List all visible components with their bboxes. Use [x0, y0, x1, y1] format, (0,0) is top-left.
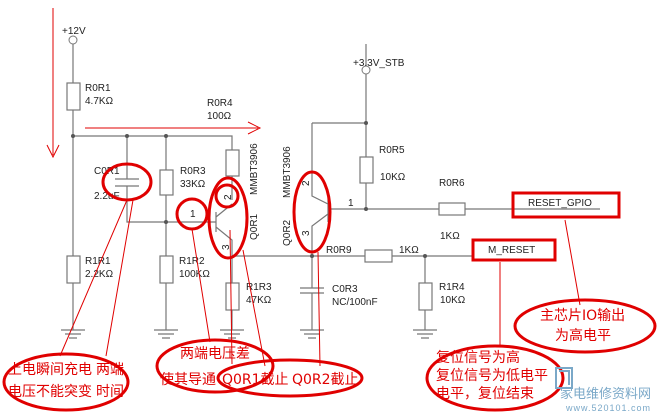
c0r1-value: 2.2uF — [94, 191, 120, 202]
wires — [68, 35, 600, 330]
q0r1-pin3: 3 — [221, 244, 232, 250]
power-33v-label: +3.3V_STB — [353, 58, 405, 69]
net-m-reset: M_RESET — [488, 245, 535, 256]
r1r4-ref: R1R4 — [439, 282, 465, 293]
net-reset-gpio: RESET_GPIO — [528, 198, 592, 209]
r0r9-value: 1KΩ — [399, 245, 419, 256]
r0r4-ref: R0R4 — [207, 98, 233, 109]
watermark-name: 家电维修资料网 — [560, 386, 651, 402]
r1r3-value: 47KΩ — [246, 295, 272, 306]
r0r9-ref: R0R9 — [326, 245, 352, 256]
q0r1-pin1: 1 — [190, 209, 196, 220]
c0r3-ref: C0R3 — [332, 284, 358, 295]
q0r1-pin2: 2 — [223, 194, 234, 200]
r1r1-value: 2.2KΩ — [85, 269, 114, 280]
power-12v-label: +12V — [62, 26, 86, 37]
q0r1-ref: Q0R1 — [249, 213, 260, 240]
right-arrow-icon — [85, 121, 262, 135]
q0r1-part: MMBT3906 — [249, 143, 260, 195]
r0r5-ref: R0R5 — [379, 145, 405, 156]
annotation-2-overlap2: Q0R2截止 — [292, 372, 359, 388]
down-arrow-icon — [46, 8, 60, 159]
r0r4-value: 100Ω — [207, 111, 232, 122]
q0r2-pin1: 1 — [348, 198, 354, 209]
r0r5-value: 10KΩ — [380, 172, 406, 183]
watermark-url: www.520101.com — [565, 403, 651, 413]
r0r6-ref: R0R6 — [439, 178, 465, 189]
annotation-3-line2: 为高电平 — [555, 327, 611, 344]
q0r2-pin2: 2 — [301, 180, 312, 186]
annotation-1-line1: 上电瞬间充电 — [8, 362, 92, 378]
resistors — [66, 82, 466, 311]
r1r4-value: 10KΩ — [440, 295, 466, 306]
r0r3-value: 33KΩ — [180, 179, 206, 190]
annotation-4-line1: 复位信号为高 — [436, 349, 520, 366]
r0r3-ref: R0R3 — [180, 166, 206, 177]
annotation-1-overlap1: 两端 — [96, 362, 124, 378]
r1r2-value: 100KΩ — [179, 269, 210, 280]
annotation-4-overlap1: 复位信号为低电平 — [436, 367, 548, 384]
annotation-2-overlap1: Q0R1截止 — [222, 372, 289, 388]
watermark-logo-icon — [555, 367, 573, 389]
r0r1-ref: R0R1 — [85, 83, 111, 94]
annotation-4-line2: 电平，复位结束 — [436, 385, 534, 402]
annotation-3-line1: 主芯片IO输出 — [540, 308, 625, 324]
r0r1-value: 4.7KΩ — [85, 96, 114, 107]
r1r1-ref: R1R1 — [85, 256, 111, 267]
q0r2-ref: Q0R2 — [282, 219, 293, 246]
annotation-2-line2: 使其导通 — [160, 371, 216, 388]
red-annotations: 上电瞬间充电 两端 电压不能突变 时间 两端电压差 使其导通 Q0R1截止 Q0… — [2, 8, 657, 412]
q0r2-part: MMBT3906 — [282, 146, 293, 198]
annotation-1-line2: 电压不能突变 — [8, 384, 92, 400]
c0r3-value: NC/100nF — [332, 297, 378, 308]
ground-symbols — [61, 329, 437, 339]
annotation-1-overlap2: 时间 — [96, 384, 124, 400]
watermark: 家电维修资料网 www.520101.com — [555, 367, 651, 413]
r1r3-ref: R1R3 — [246, 282, 272, 293]
annotation-2-line1: 两端电压差 — [180, 346, 250, 362]
q0r2-pin3: 3 — [301, 230, 312, 236]
r0r6-value: 1KΩ — [440, 231, 460, 242]
r1r2-ref: R1R2 — [179, 256, 205, 267]
